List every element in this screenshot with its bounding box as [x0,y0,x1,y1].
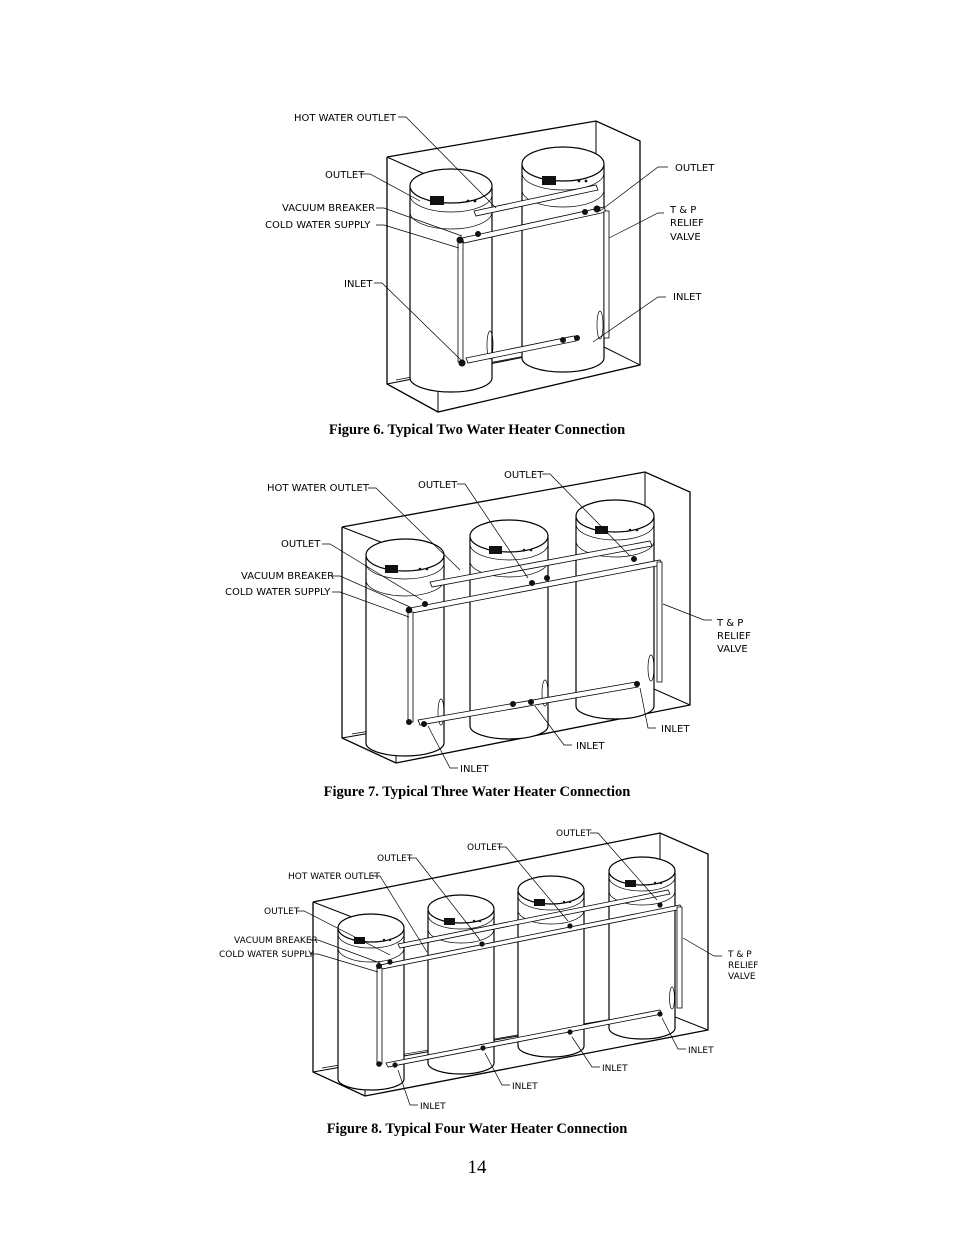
figure-6-diagram: HOT WATER OUTLET OUTLET VACUUM BREAKER C… [265,113,715,413]
label-hot-water-outlet: HOT WATER OUTLET [267,483,370,494]
label-outlet: OUTLET [675,163,715,174]
label-cold-water-supply: COLD WATER SUPPLY [265,220,371,231]
label-tp-relief-valve: T & P [716,618,743,629]
label-vacuum-breaker: VACUUM BREAKER [241,571,334,582]
label-inlet: INLET [460,764,489,775]
label-inlet: INLET [344,279,373,290]
label-tp-relief-valve: RELIEF [717,631,751,642]
label-hot-water-outlet: HOT WATER OUTLET [288,872,380,882]
label-outlet: OUTLET [281,539,321,550]
leader-lines [296,832,722,1106]
label-outlet: OUTLET [418,480,458,491]
label-tp-relief-valve: RELIEF [728,961,758,971]
piping [376,889,683,1068]
label-cold-water-supply: COLD WATER SUPPLY [219,950,314,960]
label-outlet: OUTLET [504,470,544,481]
label-cold-water-supply: COLD WATER SUPPLY [225,587,331,598]
water-heater-tank [337,913,405,1091]
leader-lines [322,473,712,769]
label-outlet: OUTLET [325,170,365,181]
figure-7-diagram: HOT WATER OUTLET OUTLET OUTLET OUTLET VA… [225,470,751,775]
label-tp-relief-valve: RELIEF [670,218,704,229]
page-number: 14 [467,1157,487,1178]
figure-7-caption: Figure 7. Typical Three Water Heater Con… [323,784,631,800]
water-heater-tank [608,856,676,1040]
label-inlet: INLET [673,292,702,303]
water-heater-tank [517,875,585,1058]
label-inlet: INLET [661,724,690,735]
label-outlet: OUTLET [467,843,503,853]
label-outlet: OUTLET [264,907,300,917]
label-tp-relief-valve: T & P [669,205,696,216]
label-vacuum-breaker: VACUUM BREAKER [282,203,375,214]
label-tp-relief-valve: T & P [727,950,752,960]
label-hot-water-outlet: HOT WATER OUTLET [294,113,397,124]
figure-8-caption: Figure 8. Typical Four Water Heater Conn… [326,1121,628,1137]
label-inlet: INLET [688,1046,714,1056]
label-outlet: OUTLET [556,829,592,839]
label-tp-relief-valve: VALVE [717,644,748,655]
label-inlet: INLET [576,741,605,752]
label-inlet: INLET [512,1082,538,1092]
label-vacuum-breaker: VACUUM BREAKER [234,936,318,946]
piping [405,540,663,727]
label-inlet: INLET [420,1102,446,1112]
piping [456,184,610,367]
leader-lines [360,116,668,362]
label-inlet: INLET [602,1064,628,1074]
label-tp-relief-valve: VALVE [670,232,701,243]
water-heater-tank [521,146,605,373]
label-tp-relief-valve: VALVE [728,972,756,982]
label-outlet: OUTLET [377,854,413,864]
figure-6-caption: Figure 6. Typical Two Water Heater Conne… [328,422,626,438]
figure-8-diagram: HOT WATER OUTLET OUTLET OUTLET OUTLET OU… [219,829,758,1112]
